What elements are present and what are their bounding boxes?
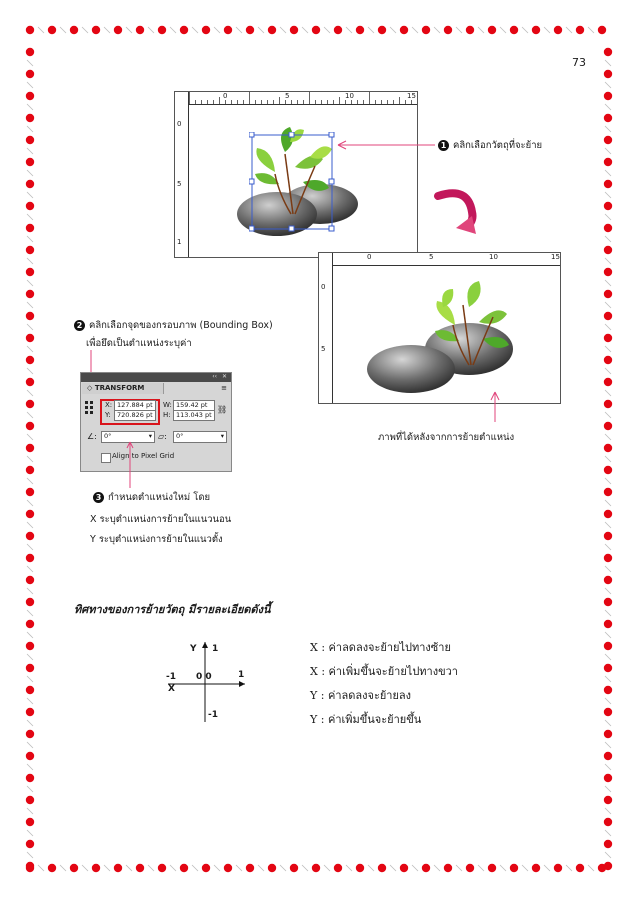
align-pixel-label: Align to Pixel Grid xyxy=(112,452,175,460)
pointer-arrow xyxy=(126,441,134,488)
step-bullet: 3 xyxy=(93,492,104,503)
chevron-down-icon: ▾ xyxy=(220,432,224,440)
shear-icon: ⏥: xyxy=(158,432,167,441)
transform-panel: ‹‹ ✕ ◇ TRANSFORM ≡ X: 127.884 pt Y: 720.… xyxy=(80,372,232,472)
ruler-label: 1 xyxy=(177,238,182,246)
ruler-label: 10 xyxy=(489,253,498,261)
ruler-top: 0 5 10 15 xyxy=(333,253,560,266)
ruler-label: 10 xyxy=(345,92,354,100)
axes-lines xyxy=(168,642,245,722)
step1-text: คลิกเลือกวัตถุที่จะย้าย xyxy=(453,140,543,151)
ruler-label: 0 xyxy=(367,253,372,261)
angle-value: 0° xyxy=(104,432,112,440)
shear-dropdown[interactable]: 0° ▾ xyxy=(173,431,227,443)
x-pos-label: 1 xyxy=(238,670,245,680)
ruler-top: 0 5 10 15 xyxy=(189,92,417,105)
ruler-label: 5 xyxy=(285,92,290,100)
close-icon[interactable]: ✕ xyxy=(221,373,227,380)
step3-label: 3 กำหนดตำแหน่งใหม่ โดย xyxy=(93,490,210,505)
rule-item: Y : ค่าลดลงจะย้ายลง xyxy=(310,689,412,702)
ruler-label: 0 xyxy=(223,92,228,100)
ruler-label: 0 xyxy=(321,283,326,291)
step-bullet: 2 xyxy=(74,320,85,331)
ruler-label: 15 xyxy=(551,253,560,261)
y-field[interactable]: 720.826 pt xyxy=(114,410,156,421)
ruler-ticks xyxy=(189,92,412,104)
collapse-icon[interactable]: ‹‹ xyxy=(212,373,217,380)
ruler-label: 15 xyxy=(407,92,416,100)
rock-plant-artwork-moved[interactable] xyxy=(359,277,529,397)
panel-title: TRANSFORM xyxy=(94,384,145,392)
y-pos-label: 1 xyxy=(212,644,219,654)
chevron-down-icon: ▾ xyxy=(148,432,152,440)
rock-plant-artwork[interactable] xyxy=(215,122,375,242)
x-label: X: xyxy=(105,401,113,409)
artboard-before: 0 5 10 15 0 5 1 xyxy=(174,91,418,258)
panel-titlebar: ‹‹ ✕ xyxy=(81,373,231,382)
ruler-label: 5 xyxy=(321,345,326,353)
rule-item: X : ค่าลดลงจะย้ายไปทางซ้าย xyxy=(310,641,451,654)
page-number: 73 xyxy=(572,56,586,69)
angle-dropdown[interactable]: 0° ▾ xyxy=(101,431,155,443)
y-axis-label: Y xyxy=(190,644,197,654)
bounding-box[interactable] xyxy=(249,132,335,232)
h-field[interactable]: 113.043 pt xyxy=(173,410,215,421)
pointer-arrow xyxy=(490,391,500,422)
direction-heading: ทิศทางของการย้ายวัตถุ มีรายละเอียดดังนี้ xyxy=(74,603,271,616)
tab-transform[interactable]: ◇ TRANSFORM xyxy=(82,383,164,394)
step2-line1: คลิกเลือกจุดของกรอบภาพ (Bounding Box) xyxy=(89,320,273,331)
align-pixel-checkbox[interactable] xyxy=(101,453,111,463)
h-label: H: xyxy=(163,411,171,419)
step-bullet: 1 xyxy=(438,140,449,151)
shear-value: 0° xyxy=(176,432,184,440)
y-neg-label: -1 xyxy=(208,710,218,720)
origin-label: 0 0 xyxy=(196,672,212,682)
y-label: Y: xyxy=(105,411,111,419)
ruler-left: 0 5 1 xyxy=(175,92,189,257)
pointer-arrow xyxy=(337,140,435,150)
curved-arrow-icon xyxy=(434,189,477,234)
reference-point-icon[interactable] xyxy=(85,401,97,415)
panel-menu-icon[interactable]: ≡ xyxy=(221,384,227,392)
constrain-link-icon[interactable]: ⛓ xyxy=(217,405,228,414)
axes-diagram: Y 1 -1 0 0 1 X -1 xyxy=(160,640,260,726)
ruler-left: 0 5 xyxy=(319,253,333,403)
rule-item: X : ค่าเพิ่มขึ้นจะย้ายไปทางขวา xyxy=(310,665,458,678)
step2-label: 2 คลิกเลือกจุดของกรอบภาพ (Bounding Box) xyxy=(74,318,273,333)
x-neg-label: -1 xyxy=(166,672,176,682)
artboard-after: 0 5 10 15 0 5 xyxy=(318,252,561,404)
ruler-label: 5 xyxy=(177,180,182,188)
step2-line2: เพื่อยึดเป็นตำแหน่งระบุค่า xyxy=(86,338,192,349)
ruler-label: 5 xyxy=(429,253,434,261)
rotate-icon: ∠: xyxy=(87,432,97,441)
rule-item: Y : ค่าเพิ่มขึ้นจะย้ายขึ้น xyxy=(310,713,422,726)
step3-line2: X ระบุตำแหน่งการย้ายในแนวนอน xyxy=(90,514,232,525)
w-label: W: xyxy=(163,401,172,409)
x-axis-label: X xyxy=(168,684,175,694)
step3-line3: Y ระบุตำแหน่งการย้ายในแนวตั้ง xyxy=(90,534,223,545)
ruler-label: 0 xyxy=(177,120,182,128)
step3-line1: กำหนดตำแหน่งใหม่ โดย xyxy=(108,492,211,503)
step1-label: 1 คลิกเลือกวัตถุที่จะย้าย xyxy=(438,138,542,153)
direction-rules: X : ค่าลดลงจะย้ายไปทางซ้าย X : ค่าเพิ่มข… xyxy=(310,636,458,732)
after-caption: ภาพที่ได้หลังจากการย้ายตำแหน่ง xyxy=(378,432,515,443)
